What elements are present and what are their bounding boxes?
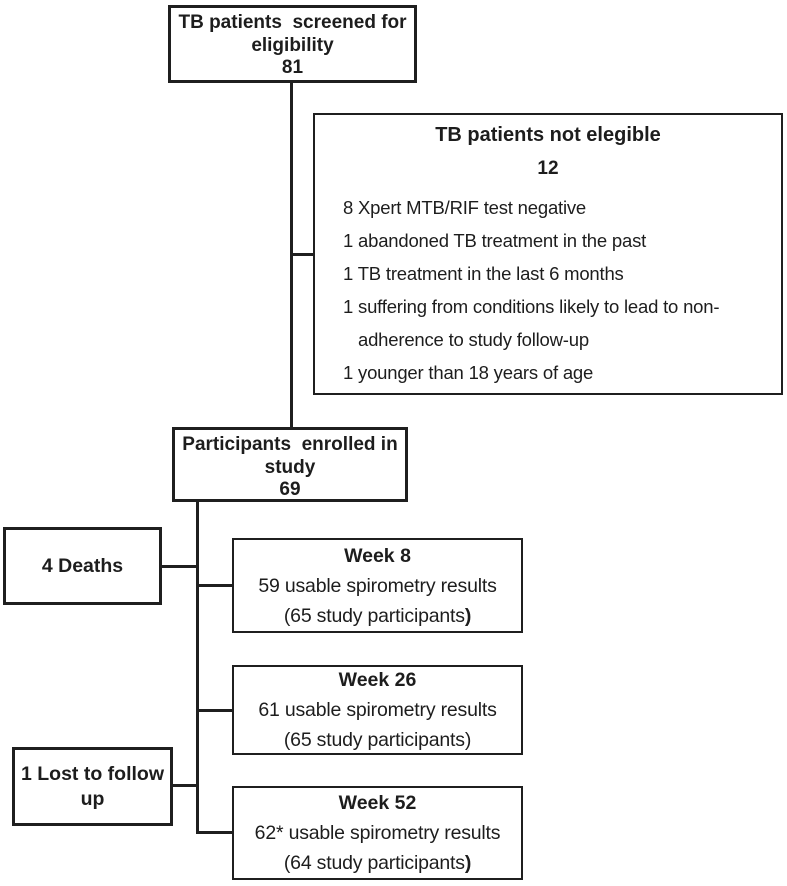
week52-title: Week 52	[338, 792, 417, 814]
exclusion-item: 1 suffering from conditions likely to le…	[343, 296, 720, 317]
week8-title: Week 8	[344, 544, 411, 567]
week26-results: 61 usable spirometry results	[258, 699, 497, 721]
connector-branch-lost	[173, 784, 196, 787]
not-eligible-title: TB patients not elegible	[435, 124, 661, 146]
exclusion-item: 1 abandoned TB treatment in the past	[343, 230, 647, 251]
week8-results: 59 usable spirometry results	[258, 574, 497, 597]
box-enrolled: Participants enrolled in study 69	[172, 427, 408, 502]
screened-title-line2: eligibility	[251, 35, 334, 56]
box-week8: Week 8 59 usable spirometry results (65 …	[232, 538, 523, 633]
exclusion-item: 8 Xpert MTB/RIF test negative	[343, 197, 587, 218]
screened-title: TB patients screened for eligibility	[178, 11, 406, 57]
box-screened: TB patients screened for eligibility 81	[168, 5, 417, 83]
box-week52: Week 52 62* usable spirometry results (6…	[232, 786, 523, 880]
exclusion-list: 8 Xpert MTB/RIF test negative 1 abandone…	[323, 191, 773, 389]
week26-participants-text: (65 study participants	[283, 729, 465, 751]
week52-participants: (64 study participants)	[284, 848, 471, 878]
enrolled-count: 69	[279, 479, 301, 500]
box-lost-to-follow-up: 1 Lost to follow up	[12, 747, 173, 826]
exclusion-item: 1 younger than 18 years of age	[343, 362, 594, 383]
box-deaths: 4 Deaths	[3, 527, 162, 605]
deaths-label: 4 Deaths	[41, 554, 124, 577]
week26-title: Week 26	[338, 669, 417, 691]
connector-enrolled-to-followups	[196, 502, 199, 834]
enrolled-title: Participants enrolled in study	[182, 433, 397, 479]
week52-results: 62* usable spirometry results	[254, 822, 501, 844]
week8-participants-close-paren: )	[464, 604, 472, 627]
exclusion-item: 1 TB treatment in the last 6 months	[343, 263, 624, 284]
week8-participants-text: (65 study participants	[283, 604, 465, 627]
screened-title-line1: TB patients screened for	[178, 12, 407, 33]
week52-participants-close-paren: )	[464, 852, 472, 874]
lost-label-line1: 1 Lost to follow	[21, 762, 164, 785]
screened-count: 81	[281, 57, 304, 78]
box-week26: Week 26 61 usable spirometry results (65…	[232, 665, 523, 755]
connector-branch-week26	[199, 709, 232, 712]
enrolled-title-line2: study	[264, 457, 316, 478]
box-not-eligible: TB patients not elegible 12 8 Xpert MTB/…	[313, 113, 783, 395]
connector-branch-deaths	[162, 565, 196, 568]
week26-participants: (65 study participants)	[284, 725, 471, 755]
connector-screened-to-enrolled	[290, 83, 293, 427]
connector-branch-week8	[199, 584, 232, 587]
connector-branch-not-eligible	[292, 253, 313, 256]
connector-branch-week52	[199, 831, 232, 834]
lost-label-line2: up	[80, 787, 105, 810]
week8-participants: (65 study participants)	[284, 601, 471, 631]
week52-participants-text: (64 study participants	[283, 852, 465, 874]
exclusion-item-continuation: adherence to study follow-up	[358, 329, 589, 350]
not-eligible-count: 12	[537, 158, 559, 179]
enrolled-title-line1: Participants enrolled in	[182, 434, 398, 455]
week26-participants-close-paren: )	[464, 729, 472, 751]
